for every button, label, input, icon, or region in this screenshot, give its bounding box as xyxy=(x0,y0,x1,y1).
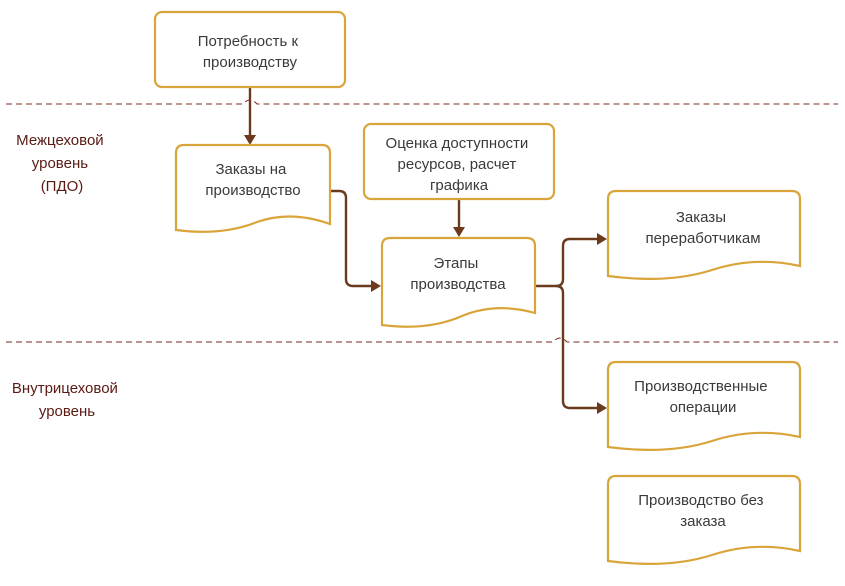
connector-stages-to-operations xyxy=(555,284,598,410)
node-line: графика xyxy=(430,177,489,194)
node-operations: Производственные операции xyxy=(606,360,802,452)
connector-orders-to-stages xyxy=(330,189,372,288)
connectors xyxy=(244,87,607,414)
level-label-line: (ПДО) xyxy=(41,178,84,195)
node-line: Потребность к xyxy=(198,33,299,50)
node-line: Производство без xyxy=(638,492,763,509)
svg-text:Заказы на производство: Заказы на производство xyxy=(205,161,300,199)
node-need: Потребность к производству xyxy=(153,10,347,89)
level-label-inter-shop: Межцеховой уровень (ПДО) xyxy=(16,132,108,195)
node-line: Производственные xyxy=(634,378,768,395)
node-line: производство xyxy=(205,182,300,199)
node-line: Заказы xyxy=(676,209,726,226)
arrowhead xyxy=(597,402,607,414)
arrowhead xyxy=(371,280,381,292)
connector-stages-to-contractors xyxy=(535,237,598,288)
svg-text:Оценка доступности ресур: Оценка доступности ресурсов, расчет граф… xyxy=(386,135,533,194)
node-line: производству xyxy=(203,54,298,71)
node-no-order: Производство без заказа xyxy=(606,474,802,566)
node-line: переработчикам xyxy=(645,230,760,247)
node-contractor-orders: Заказы переработчикам xyxy=(606,189,802,281)
node-line: заказа xyxy=(680,513,726,530)
node-line: Заказы на xyxy=(215,161,287,178)
level-label-line: уровень xyxy=(39,403,95,420)
level-separator-bottom xyxy=(6,337,838,343)
svg-text:Потребность к производст: Потребность к производству xyxy=(198,33,302,71)
level-label-line: Межцеховой xyxy=(16,132,104,149)
svg-text:Производственные операци: Производственные операции xyxy=(634,378,772,416)
svg-text:Заказы переработчикам: Заказы переработчикам xyxy=(645,209,760,247)
node-orders: Заказы на производство xyxy=(174,143,332,233)
arrowhead xyxy=(597,233,607,245)
level-label-line: Внутрицеховой xyxy=(12,380,118,397)
svg-text:Производство без заказа: Производство без заказа xyxy=(638,492,767,530)
node-line: Оценка доступности xyxy=(386,135,529,152)
node-stages: Этапы производства xyxy=(380,236,537,328)
arrowhead xyxy=(453,227,465,237)
level-label-intra-shop: Внутрицеховой уровень xyxy=(12,380,122,420)
node-line: Этапы xyxy=(434,255,479,272)
level-separator-top xyxy=(6,99,838,105)
level-label-line: уровень xyxy=(32,155,88,172)
arrowhead xyxy=(244,135,256,145)
node-line: операции xyxy=(670,399,737,416)
svg-text:Этапы производства: Этапы производства xyxy=(410,255,506,293)
node-line: ресурсов, расчет xyxy=(398,156,517,173)
node-assessment: Оценка доступности ресурсов, расчет граф… xyxy=(362,122,556,201)
node-line: производства xyxy=(410,276,506,293)
